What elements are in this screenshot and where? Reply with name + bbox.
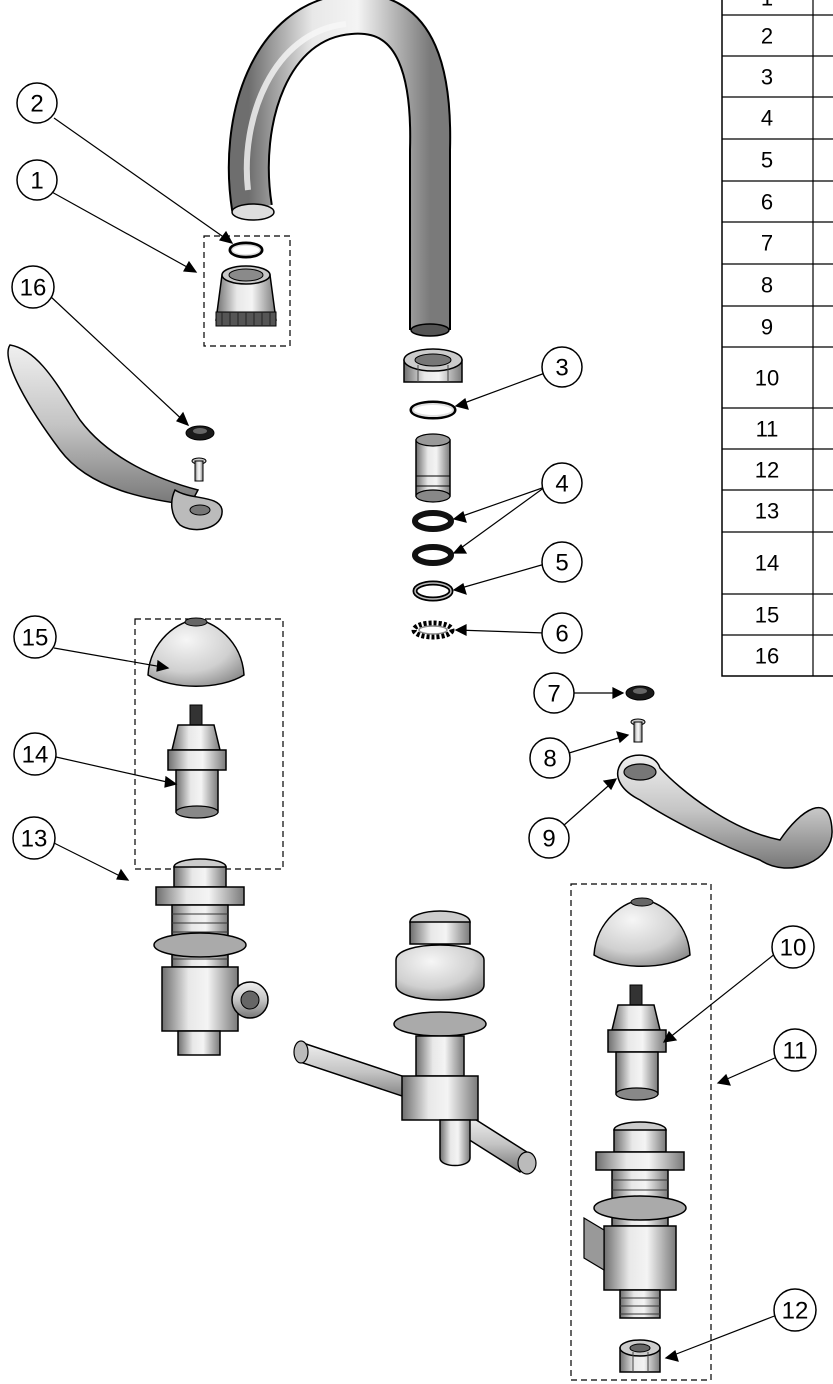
svg-text:11: 11 [783, 1038, 808, 1065]
callout-10: 10 [771, 925, 815, 969]
svg-text:15: 15 [22, 625, 49, 652]
svg-text:4: 4 [555, 471, 568, 498]
table-item-12: 12 [755, 458, 779, 483]
callout-6: 6 [541, 612, 583, 654]
spout-nut [403, 348, 463, 383]
svg-text:1: 1 [30, 168, 43, 195]
callout-14: 14 [13, 732, 57, 776]
svg-text:6: 6 [555, 621, 568, 648]
table-item-16: 16 [755, 644, 779, 669]
aerator-group-box [203, 235, 291, 347]
washer-part-5 [412, 580, 454, 602]
callout-1: 1 [16, 159, 58, 201]
callout-8: 8 [529, 737, 571, 779]
dome-cap-right [593, 897, 691, 967]
svg-text:10: 10 [780, 935, 807, 962]
table-item-15: 15 [755, 603, 779, 628]
left-wrist-blade-handle [7, 344, 223, 531]
table-item-14: 14 [755, 551, 779, 576]
callout-5: 5 [541, 541, 583, 583]
callout-3: 3 [541, 346, 583, 388]
valve-body-part-13 [153, 858, 269, 1056]
svg-text:12: 12 [782, 1298, 809, 1325]
svg-text:9: 9 [542, 826, 555, 853]
svg-text:8: 8 [543, 746, 556, 773]
svg-text:2: 2 [30, 91, 43, 118]
svg-text:5: 5 [555, 550, 568, 577]
table-item-5: 5 [761, 148, 773, 173]
svg-text:3: 3 [555, 355, 568, 382]
svg-text:14: 14 [22, 742, 49, 769]
lock-washer-part-6 [411, 620, 455, 640]
table-item-11: 11 [756, 417, 779, 442]
callout-balloons: 1 2 3 4 5 6 7 8 9 10 11 12 13 14 15 16 [11, 82, 817, 1332]
index-button-part-7 [625, 685, 655, 701]
dome-cap-part-15 [147, 617, 245, 687]
table-item-3: 3 [761, 65, 773, 90]
table-item-8: 8 [761, 273, 773, 298]
callout-2: 2 [16, 82, 58, 124]
o-rings-part-4 [412, 510, 454, 566]
callout-7: 7 [533, 672, 575, 714]
o-ring-part-2 [228, 241, 264, 259]
washer-part-3 [409, 400, 457, 420]
callout-9: 9 [528, 817, 570, 859]
handle-screw-part-8 [630, 718, 646, 743]
aerator-part-1 [215, 265, 277, 327]
svg-text:16: 16 [20, 275, 47, 302]
callout-15: 15 [13, 615, 57, 659]
wrist-blade-handle-part-9 [617, 754, 833, 869]
nut-part-12 [619, 1339, 661, 1373]
table-item-6: 6 [761, 190, 773, 215]
table-item-1: 1 [761, 0, 773, 11]
cartridge-part-14 [167, 704, 227, 819]
table-item-13: 13 [755, 499, 779, 524]
table-item-2: 2 [761, 24, 773, 49]
handle-screw-left [191, 457, 207, 482]
parts-table: 1 2 3 4 5 6 7 8 9 10 11 12 13 14 15 16 [721, 0, 833, 677]
table-item-7: 7 [761, 231, 773, 256]
table-item-4: 4 [761, 106, 773, 131]
callout-4: 4 [541, 462, 583, 504]
valve-body-part-11 [583, 1121, 687, 1319]
table-item-9: 9 [761, 315, 773, 340]
table-item-10: 10 [755, 366, 779, 391]
center-tee-body [293, 910, 537, 1175]
leader-lines [49, 117, 778, 1362]
svg-text:13: 13 [21, 826, 48, 853]
index-button-part-16 [185, 425, 215, 441]
svg-text:7: 7 [547, 681, 560, 708]
callout-11: 11 [773, 1028, 817, 1072]
gooseneck-spout [227, 0, 452, 337]
callout-12: 12 [773, 1288, 817, 1332]
callout-13: 13 [12, 816, 56, 860]
callout-16: 16 [11, 265, 55, 309]
right-valve-group-box [570, 883, 712, 1381]
cartridge-part-10 [607, 984, 667, 1101]
spout-shank [415, 433, 451, 503]
